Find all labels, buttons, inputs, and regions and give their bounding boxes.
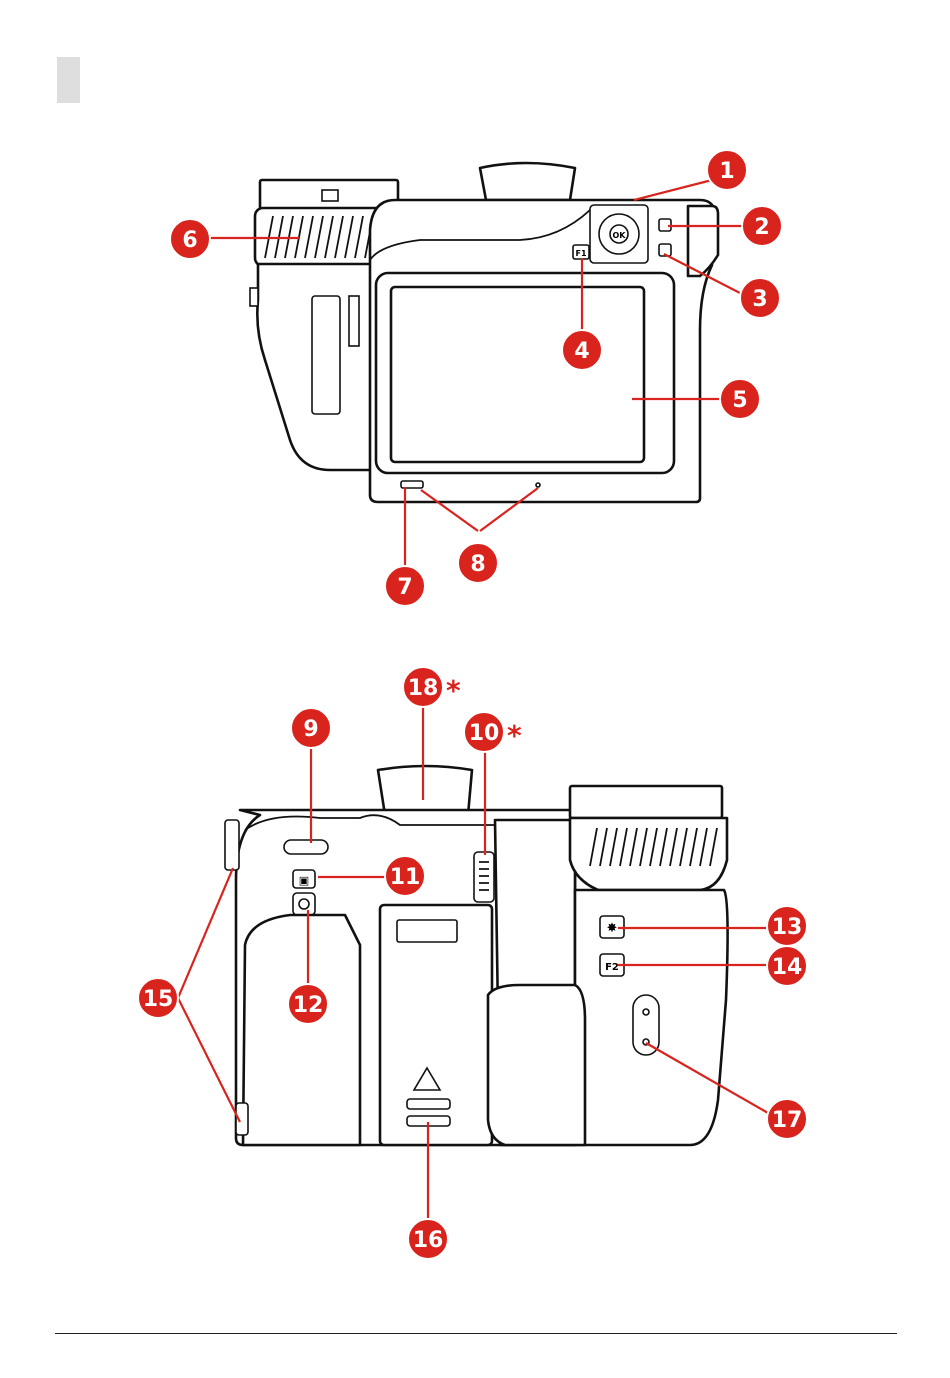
- callout-9: 9: [291, 708, 331, 748]
- cover-label-plate: [397, 920, 457, 942]
- lens-badge: [322, 190, 338, 201]
- camera-icon: ▣: [299, 874, 309, 887]
- callout-number: 7: [397, 575, 412, 600]
- laser-icon: ✸: [607, 921, 618, 936]
- power-icon: [299, 899, 309, 909]
- camera-side-view: ✸ F2 ▣: [225, 766, 728, 1145]
- f2-label: F2: [605, 962, 619, 973]
- callout-number: 13: [772, 915, 803, 940]
- eyepiece-top: [480, 163, 575, 200]
- callout-4: 4: [562, 330, 602, 370]
- callout-number: 5: [732, 388, 747, 413]
- optional-marker-10: *: [507, 719, 522, 752]
- callout-5: 5: [720, 379, 760, 419]
- diopter-wheel: [474, 852, 494, 902]
- callout-14: 14: [767, 946, 807, 986]
- callout-number: 1: [719, 159, 734, 184]
- callout-number: 8: [470, 552, 485, 577]
- footer-rule: [55, 1333, 897, 1334]
- callout-1: 1: [707, 150, 747, 190]
- callout-10: 10: [464, 712, 504, 752]
- callout-17: 17: [767, 1099, 807, 1139]
- callout-13: 13: [767, 906, 807, 946]
- lens-cap-side: [570, 786, 722, 818]
- camera-rear-view: OK F1: [250, 163, 718, 502]
- callout-number: 3: [752, 287, 767, 312]
- callout-number: 6: [182, 228, 197, 253]
- callout-number: 10: [469, 721, 500, 746]
- callout-number: 17: [772, 1108, 803, 1133]
- f1-label: F1: [575, 249, 586, 258]
- callout-16: 16: [408, 1219, 448, 1259]
- callout-18: 18: [403, 667, 443, 707]
- callout-number: 18: [408, 676, 439, 701]
- callout-number: 15: [143, 987, 174, 1012]
- callout-7: 7: [385, 566, 425, 606]
- indicator-light: [401, 481, 423, 488]
- callout-number: 14: [772, 955, 803, 980]
- grip-strap: [349, 296, 359, 346]
- hand-strap: [488, 985, 585, 1145]
- microphone-hole: [536, 483, 540, 487]
- ok-label: OK: [613, 231, 627, 240]
- optional-marker-18: *: [446, 674, 461, 707]
- focus-ring-side: [570, 818, 727, 890]
- side-handle: [688, 206, 718, 276]
- callout-11: 11: [385, 856, 425, 896]
- callout-6: 6: [170, 219, 210, 259]
- touch-screen: [391, 287, 644, 462]
- callout-2: 2: [742, 206, 782, 246]
- callout-number: 4: [574, 339, 589, 364]
- callout-12: 12: [288, 984, 328, 1024]
- rear-grip-left: [243, 915, 360, 1145]
- callout-number: 16: [413, 1228, 444, 1253]
- cover-latch-top: [407, 1099, 450, 1109]
- callout-number: 11: [390, 865, 421, 890]
- callout-3: 3: [740, 278, 780, 318]
- grip-clip: [250, 288, 258, 306]
- eyecup: [378, 766, 472, 815]
- callout-15: 15: [138, 978, 178, 1018]
- strap-lug-top: [225, 820, 239, 870]
- grip-panel: [312, 296, 340, 414]
- callout-number: 9: [303, 717, 318, 742]
- callout-number: 12: [293, 993, 324, 1018]
- carry-handle: [284, 840, 328, 854]
- callout-number: 2: [754, 215, 769, 240]
- tripod-mount: [633, 995, 659, 1055]
- callout-8: 8: [458, 543, 498, 583]
- screw-hole-top: [643, 1009, 649, 1015]
